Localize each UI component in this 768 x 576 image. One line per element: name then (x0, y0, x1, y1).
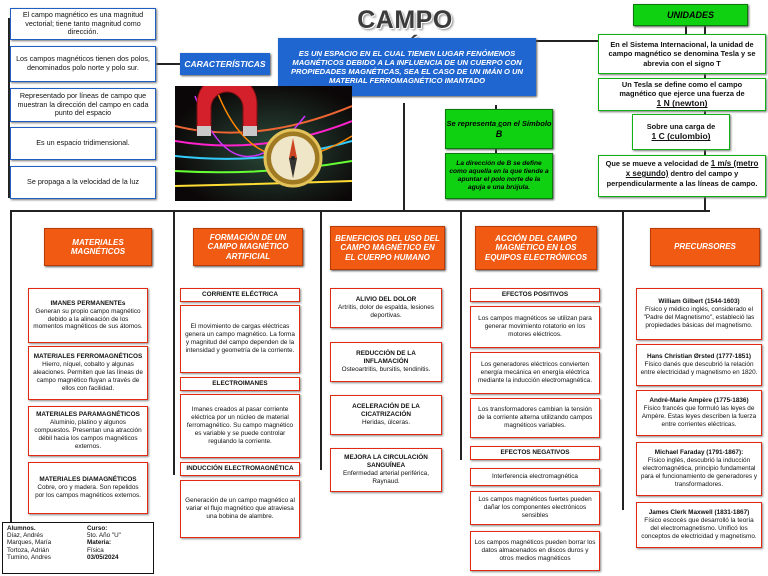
formacion-header: FORMACIÓN DE UN CAMPO MAGNÉTICO ARTIFICI… (193, 228, 303, 266)
connector (320, 210, 322, 470)
precursor-item: William Gilbert (1544-1603) Físico y méd… (636, 288, 762, 340)
connector (622, 210, 624, 510)
credits-box: Alumnos. Díaz, Andrés Marques, María Tor… (2, 522, 154, 574)
precursor-item: James Clerk Maxwell (1831-1867) Físico e… (636, 502, 762, 548)
connector (8, 18, 10, 198)
simbolo-box: Se representa con el Símbolo → B (445, 109, 553, 149)
unidades-carga: Sobre una carga de 1 C (culombio) (632, 114, 730, 150)
material-item: IMANES PERMANENTEs Generan su propio cam… (28, 288, 148, 343)
formacion-section-text: Generación de un campo magnético al vari… (180, 480, 300, 538)
efecto-positivo: Los generadores eléctricos convierten en… (470, 352, 600, 394)
efecto-negativo: Los campos magnéticos pueden borrar los … (470, 531, 600, 571)
formacion-section-title: ELECTROIMANES (180, 377, 300, 391)
accion-header: ACCIÓN DEL CAMPO MAGNÉTICO EN LOS EQUIPO… (475, 226, 597, 270)
efectos-negativos-title: EFECTOS NEGATIVOS (470, 446, 600, 460)
beneficio-item: REDUCCIÓN DE LA INFLAMACIÓN Osteoartriti… (330, 342, 442, 382)
materiales-header: MATERIALES MAGNÉTICOS (44, 228, 152, 266)
material-item: MATERIALES FERROMAGNÉTICOS Hierro, níque… (28, 346, 148, 400)
material-item: MATERIALES PARAMAGNÉTICOS Aluminio, plat… (28, 406, 148, 456)
connector (173, 210, 175, 475)
beneficio-item: ALIVIO DEL DOLOR Artritis, dolor de espa… (330, 288, 442, 328)
curso-value: 5to. Año "U" (87, 532, 121, 540)
simbolo-label: Se representa con el Símbolo (446, 118, 552, 128)
precursor-item: Hans Christian Ørsted (1777-1851) Físico… (636, 344, 762, 386)
formacion-section-title: INDUCCIÓN ELECTROMAGNÉTICA (180, 462, 300, 476)
unidades-label: UNIDADES (633, 4, 748, 26)
connector (520, 40, 635, 42)
curso-column: Curso: 5to. Año "U" Materia: Física 03/0… (87, 525, 151, 561)
caracteristica-1: El campo magnético es una magnitud vecto… (10, 8, 156, 40)
material-item: MATERIALES DIAMAGNÉTICOS Cobre, oro y ma… (28, 462, 148, 514)
beneficios-header: BENEFICIOS DEL USO DEL CAMPO MAGNÉTICO E… (330, 226, 445, 270)
alumno-name: Tortoza, Adrián (7, 546, 50, 554)
caracteristica-2: Los campos magnéticos tienen dos polos, … (10, 46, 156, 82)
beneficio-item: ACELERACIÓN DE LA CICATRIZACIÓN Heridas,… (330, 395, 442, 435)
materia-label: Materia: (87, 539, 112, 547)
precursores-header: PRECURSORES (650, 228, 760, 266)
alumno-name: Díaz, Andrés (7, 532, 44, 540)
caracteristicas-label: CARACTERÍSTICAS (180, 53, 270, 75)
formacion-section-text: El movimiento de cargas eléctricas gener… (180, 305, 300, 373)
simbolo-description-box: La dirección de B se define como aquella… (445, 153, 553, 199)
precursor-item: Michael Faraday (1791-1867): Físico ingl… (636, 442, 762, 496)
efecto-positivo: Los campos magnéticos se utilizan para g… (470, 306, 600, 348)
magnet-compass-illustration (175, 86, 352, 201)
unidades-si: En el Sistema Internacional, la unidad d… (598, 34, 766, 74)
caracteristica-5: Se propaga a la velocidad de la luz (10, 166, 156, 199)
unidades-velocidad: Que se mueve a velocidad de 1 m/s (metro… (598, 155, 766, 197)
efecto-negativo: Los campos magnéticos fuertes pueden dañ… (470, 491, 600, 525)
materia-value: Física (87, 546, 104, 554)
efecto-positivo: Los transformadores cambian la tensión d… (470, 398, 600, 438)
alumno-name: Tumino, Andres (7, 553, 51, 561)
page-title: CAMPO MAGNÉTICO (326, 6, 483, 63)
connector (10, 210, 12, 540)
curso-label: Curso: (87, 525, 108, 532)
alumno-name: Marques, María (7, 539, 52, 547)
alumnos-label: Alumnos. (7, 525, 36, 532)
simbolo-description: La dirección de B se define como aquella… (449, 159, 549, 192)
simbolo-vector: → B (494, 119, 504, 139)
formacion-section-title: CORRIENTE ELÉCTRICA (180, 288, 300, 302)
connector (403, 103, 405, 210)
definition-text: ES UN ESPACIO EN EL CUAL TIENEN LUGAR FE… (290, 48, 524, 86)
efectos-positivos-title: EFECTOS POSITIVOS (470, 288, 600, 302)
connector (460, 210, 462, 460)
connector (10, 210, 710, 212)
vector-arrow-icon: → (494, 119, 504, 130)
caracteristica-3: Representado por líneas de campo que mue… (10, 88, 156, 122)
caracteristica-4: Es un espacio tridimensional. (10, 127, 156, 160)
connector (685, 20, 687, 35)
beneficio-item: MEJORA LA CIRCULACIÓN SANGUÍNEA Enfermed… (330, 448, 442, 492)
magnet-compass-image (175, 86, 352, 201)
efecto-negativo: Interferencia electromagnética (470, 468, 600, 486)
precursor-item: André-Marie Ampère (1775-1836) Físico fr… (636, 390, 762, 436)
fecha-value: 03/05/2024 (87, 553, 119, 561)
definition-box: ES UN ESPACIO EN EL CUAL TIENEN LUGAR FE… (278, 38, 536, 96)
unidades-tesla: Un Tesla se define como el campo magnéti… (598, 78, 766, 111)
alumnos-column: Alumnos. Díaz, Andrés Marques, María Tor… (7, 525, 77, 561)
formacion-section-text: Imanes creados al pasar corriente eléctr… (180, 394, 300, 458)
